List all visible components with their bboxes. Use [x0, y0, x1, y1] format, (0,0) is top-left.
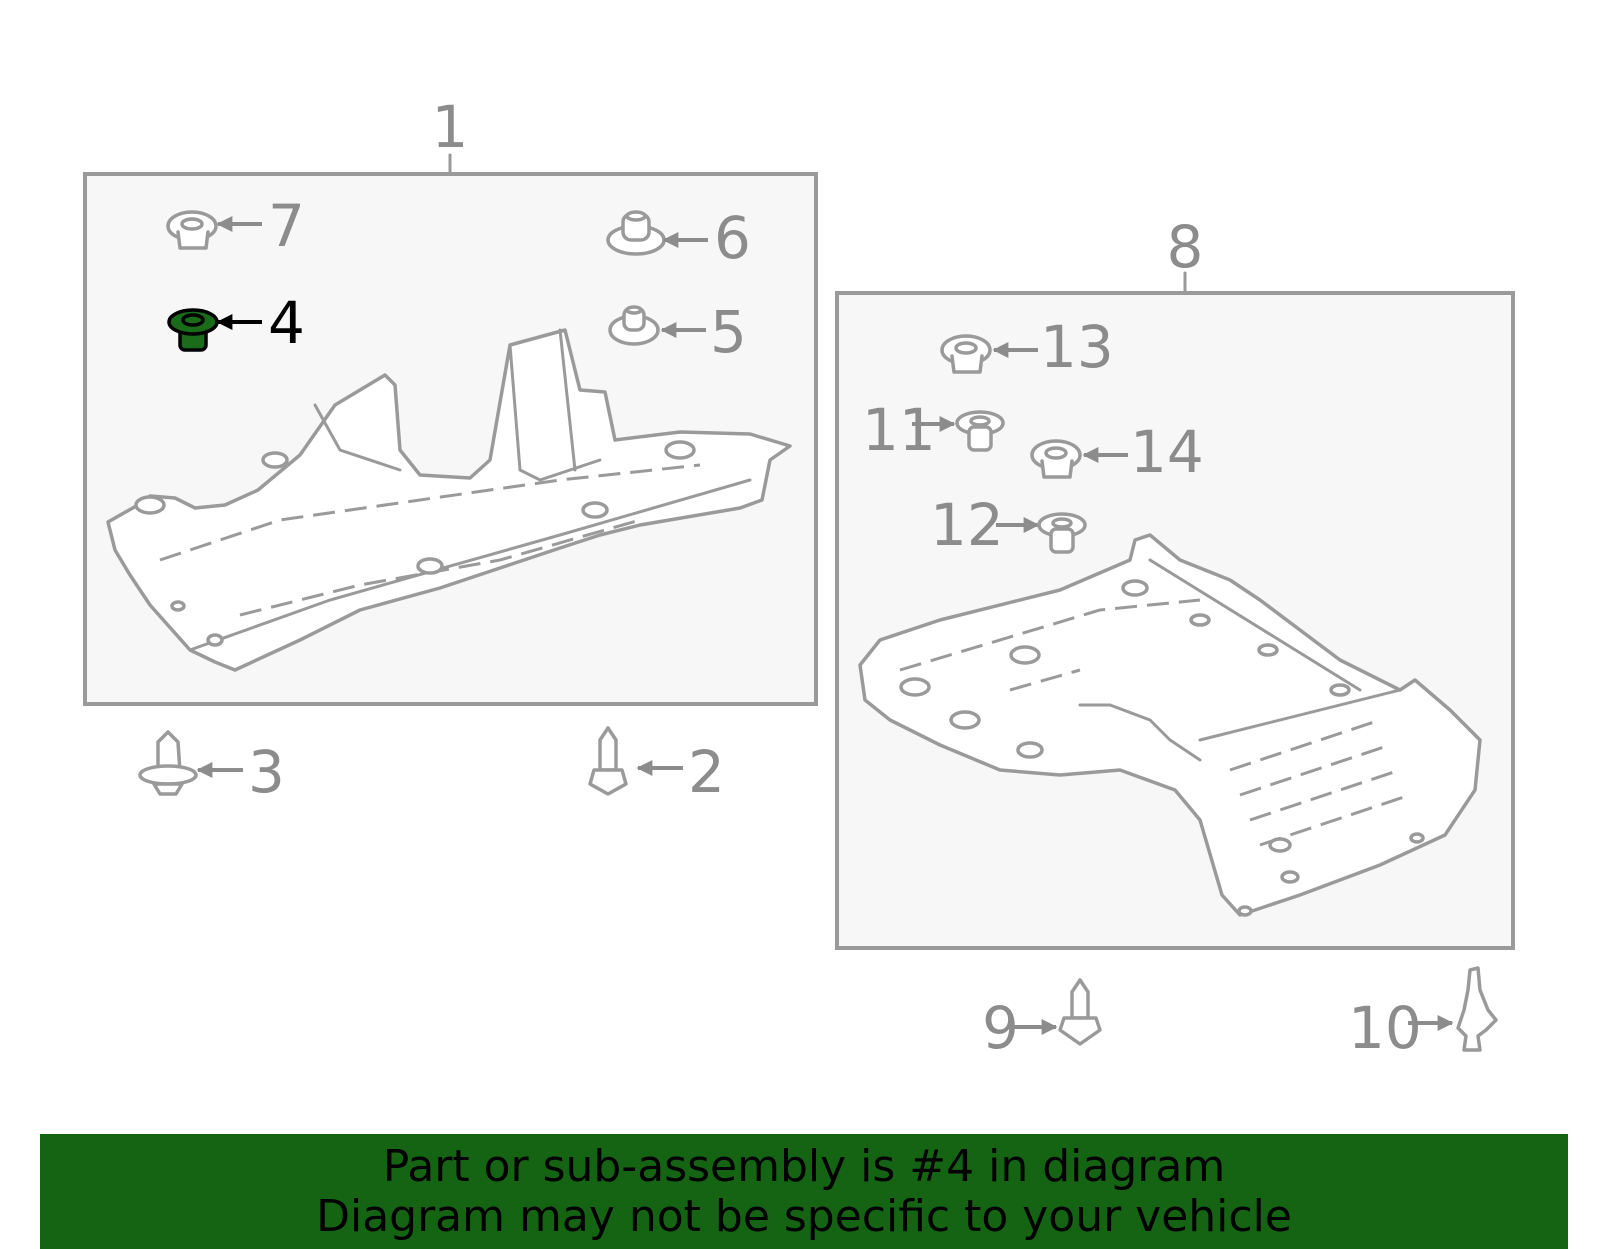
- assembly-8-group: 8: [835, 213, 1515, 950]
- callout-1[interactable]: 1: [432, 93, 469, 161]
- part-7-grommet[interactable]: [166, 210, 218, 250]
- rear-engine-under-cover[interactable]: [858, 533, 1482, 917]
- callout-11[interactable]: 11: [862, 396, 936, 464]
- callout-8[interactable]: 8: [1167, 213, 1204, 281]
- callout-2[interactable]: 2: [688, 738, 725, 806]
- callout-5[interactable]: 5: [710, 298, 747, 366]
- part-12-clip[interactable]: [1037, 512, 1087, 554]
- callout-3[interactable]: 3: [248, 738, 285, 806]
- callout-4[interactable]: 4: [268, 289, 305, 357]
- part-13-grommet[interactable]: [940, 334, 992, 374]
- callout-10[interactable]: 10: [1348, 994, 1422, 1062]
- assembly-1-group: 1 7: [83, 93, 818, 706]
- part-4-clip-highlighted[interactable]: [167, 308, 219, 352]
- callout-13[interactable]: 13: [1040, 313, 1114, 381]
- banner-line-1: Part or sub-assembly is #4 in diagram: [382, 1141, 1226, 1192]
- part-6-nut[interactable]: [606, 210, 666, 256]
- part-10-clip[interactable]: [1456, 966, 1498, 1052]
- part-5-nut[interactable]: [608, 305, 660, 346]
- part-3-clip[interactable]: [138, 730, 198, 796]
- callout-12[interactable]: 12: [930, 491, 1004, 559]
- callout-14[interactable]: 14: [1130, 418, 1204, 486]
- part-2-bolt[interactable]: [588, 726, 628, 796]
- front-engine-under-cover[interactable]: [106, 328, 792, 672]
- part-14-grommet[interactable]: [1030, 439, 1082, 479]
- banner-line-2: Diagram may not be specific to your vehi…: [316, 1191, 1292, 1242]
- part-11-clip[interactable]: [955, 410, 1005, 452]
- callout-7[interactable]: 7: [268, 192, 305, 260]
- callout-6[interactable]: 6: [714, 204, 751, 272]
- part-9-bolt[interactable]: [1058, 978, 1102, 1046]
- info-banner: Part or sub-assembly is #4 in diagram Di…: [40, 1134, 1568, 1249]
